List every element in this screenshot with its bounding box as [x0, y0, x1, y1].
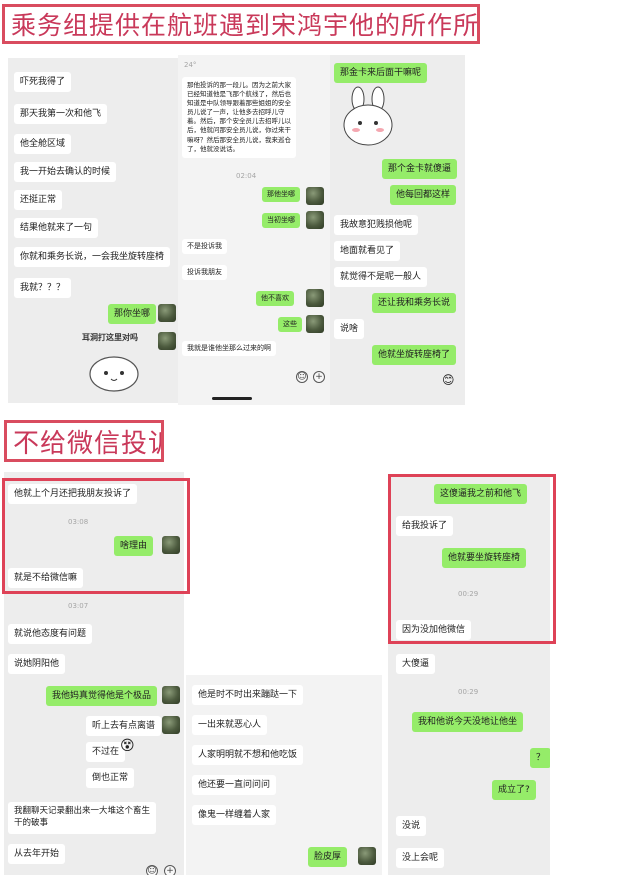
bunny-sticker: 耳洞打这里对吗	[70, 326, 160, 394]
avatar	[306, 315, 324, 333]
chat-message: 就说他态度有问题	[8, 624, 93, 645]
title-bottom-text: 不给微信投诉	[13, 428, 164, 459]
plus-icon[interactable]: +	[313, 371, 325, 383]
avatar	[158, 304, 176, 322]
timestamp: 03:07	[68, 602, 89, 610]
chat-message: 你就和乘务长说，一会我坐旋转座椅	[14, 247, 171, 268]
chat-screenshot-2: 24° 那他投诉的那一段儿。因为之前大家已经知道他是飞那个航线了，然后也知道是中…	[178, 55, 330, 405]
avatar	[306, 211, 324, 229]
chat-message: 投诉我朋友	[182, 265, 227, 281]
chat-screenshot-4: 他就上个月还把我朋友投诉了 03:08 啥理由 就是不给微信嘛 03:07 就说…	[4, 472, 184, 875]
emoji-icon[interactable]: ☺	[146, 865, 158, 875]
home-indicator	[212, 397, 252, 400]
chat-message-sent: 成立了?	[492, 780, 536, 801]
chat-message-sent: 他就坐旋转座椅了	[372, 345, 457, 366]
bunny-icon	[89, 356, 139, 392]
avatar	[158, 332, 176, 350]
chat-message-sent: 我他妈真觉得他是个极品	[46, 686, 158, 707]
timestamp: 00:29	[458, 590, 479, 598]
chat-screenshot-3: 那金卡来后面干嘛呢 那个金卡就傻逼 他每回都这样 我故意犯贱损他呢 地面就看见了…	[330, 55, 465, 405]
status-time: 24°	[184, 61, 197, 69]
avatar	[162, 686, 180, 704]
rabbit-sticker	[336, 85, 406, 155]
chat-message-sent: 这些	[278, 317, 302, 333]
avatar	[162, 716, 180, 734]
chat-message: 那天我第一次和他飞	[14, 104, 108, 125]
chat-message-sent: 那金卡来后面干嘛呢	[334, 63, 428, 84]
emoji-icon[interactable]: ☺	[296, 371, 308, 383]
title-bottom: 不给微信投诉	[4, 420, 164, 462]
chat-message: 我就是谁他坐那么过来的啊	[182, 341, 276, 357]
chat-message-sent: 啥理由	[114, 536, 154, 557]
chat-message: 还挺正常	[14, 190, 63, 211]
chat-message: 从去年开始	[8, 844, 66, 865]
chat-screenshot-5: 他是时不时出来蹦跶一下 一出来就恶心人 人家明明就不想和他吃饭 他还要一直问问问…	[186, 675, 382, 875]
timestamp: 00:29	[458, 688, 479, 696]
chat-message-sent: ？	[530, 748, 550, 769]
chat-message-sent: 他不喜欢	[256, 291, 294, 307]
chat-message-sent: 当初坐哪	[262, 213, 300, 229]
emoji-icon: 😵	[120, 738, 135, 754]
avatar	[358, 847, 376, 865]
chat-message: 那他投诉的那一段儿。因为之前大家已经知道他是飞那个航线了，然后也知道是中队领导跟…	[182, 77, 296, 158]
chat-message-sent: 我和他说今天没地让他坐	[412, 712, 524, 733]
chat-message: 说她阴阳他	[8, 654, 66, 675]
sticker-caption: 耳洞打这里对吗	[82, 333, 138, 342]
title-top: 乘务组提供在航班遇到宋鸿宇他的所作所为	[2, 4, 480, 44]
chat-message: 不是投诉我	[182, 239, 227, 255]
chat-message-sent: 他每回都这样	[390, 185, 457, 206]
chat-message-sent: 那他坐哪	[262, 187, 300, 203]
chat-message: 不过在	[86, 742, 126, 763]
chat-message: 给我投诉了	[396, 516, 454, 537]
plus-icon[interactable]: +	[164, 865, 176, 875]
emoji-icon: 😊	[442, 373, 455, 387]
chat-message: 因为没加他微信	[396, 620, 472, 641]
chat-message: 他还要一直问问问	[192, 775, 277, 796]
chat-message: 他是时不时出来蹦跶一下	[192, 685, 304, 706]
chat-message: 说啥	[334, 319, 365, 340]
chat-message: 就是不给微信嘛	[8, 568, 84, 589]
chat-message-sent: 脸皮厚	[308, 847, 348, 868]
chat-message: 结果他就来了一句	[14, 218, 99, 239]
chat-screenshot-1: 吓死我得了 那天我第一次和他飞 他全舱区域 我一开始去确认的时候 还挺正常 结果…	[8, 58, 180, 403]
chat-message: 听上去有点离谱	[86, 716, 162, 737]
chat-message: 像鬼一样缠着人家	[192, 805, 277, 826]
rabbit-icon	[343, 86, 393, 146]
chat-message: 他全舱区域	[14, 134, 72, 155]
chat-message: 一出来就恶心人	[192, 715, 268, 736]
chat-message-sent: 这傻逼我之前和他飞	[434, 484, 528, 505]
chat-message-sent: 他就要坐旋转座椅	[442, 548, 527, 569]
chat-message: 我翻聊天记录翻出来一大堆这个畜生干的破事	[8, 802, 156, 834]
chat-message: 倒也正常	[86, 768, 135, 789]
chat-message: 没上会呢	[396, 848, 445, 869]
chat-screenshot-6: 这傻逼我之前和他飞 给我投诉了 他就要坐旋转座椅 00:29 因为没加他微信 大…	[388, 476, 550, 875]
chat-message: 吓死我得了	[14, 72, 72, 93]
chat-message-sent: 那你坐哪	[108, 304, 157, 325]
avatar	[306, 187, 324, 205]
chat-message-sent: 那个金卡就傻逼	[382, 159, 458, 180]
chat-message: 我就？？？	[14, 278, 72, 299]
chat-message: 地面就看见了	[334, 241, 401, 262]
chat-message: 我故意犯贱损他呢	[334, 215, 419, 236]
timestamp: 03:08	[68, 518, 89, 526]
chat-message: 我一开始去确认的时候	[14, 162, 117, 183]
avatar	[162, 536, 180, 554]
title-top-text: 乘务组提供在航班遇到宋鸿宇他的所作所为	[11, 11, 480, 40]
chat-message: 没说	[396, 816, 427, 837]
timestamp: 02:04	[236, 172, 257, 180]
chat-message: 他就上个月还把我朋友投诉了	[8, 484, 138, 505]
chat-message: 大傻逼	[396, 654, 436, 675]
chat-message-sent: 还让我和乘务长说	[372, 293, 457, 314]
avatar	[306, 289, 324, 307]
chat-message: 人家明明就不想和他吃饭	[192, 745, 304, 766]
chat-message: 就觉得不是呢一般人	[334, 267, 428, 288]
